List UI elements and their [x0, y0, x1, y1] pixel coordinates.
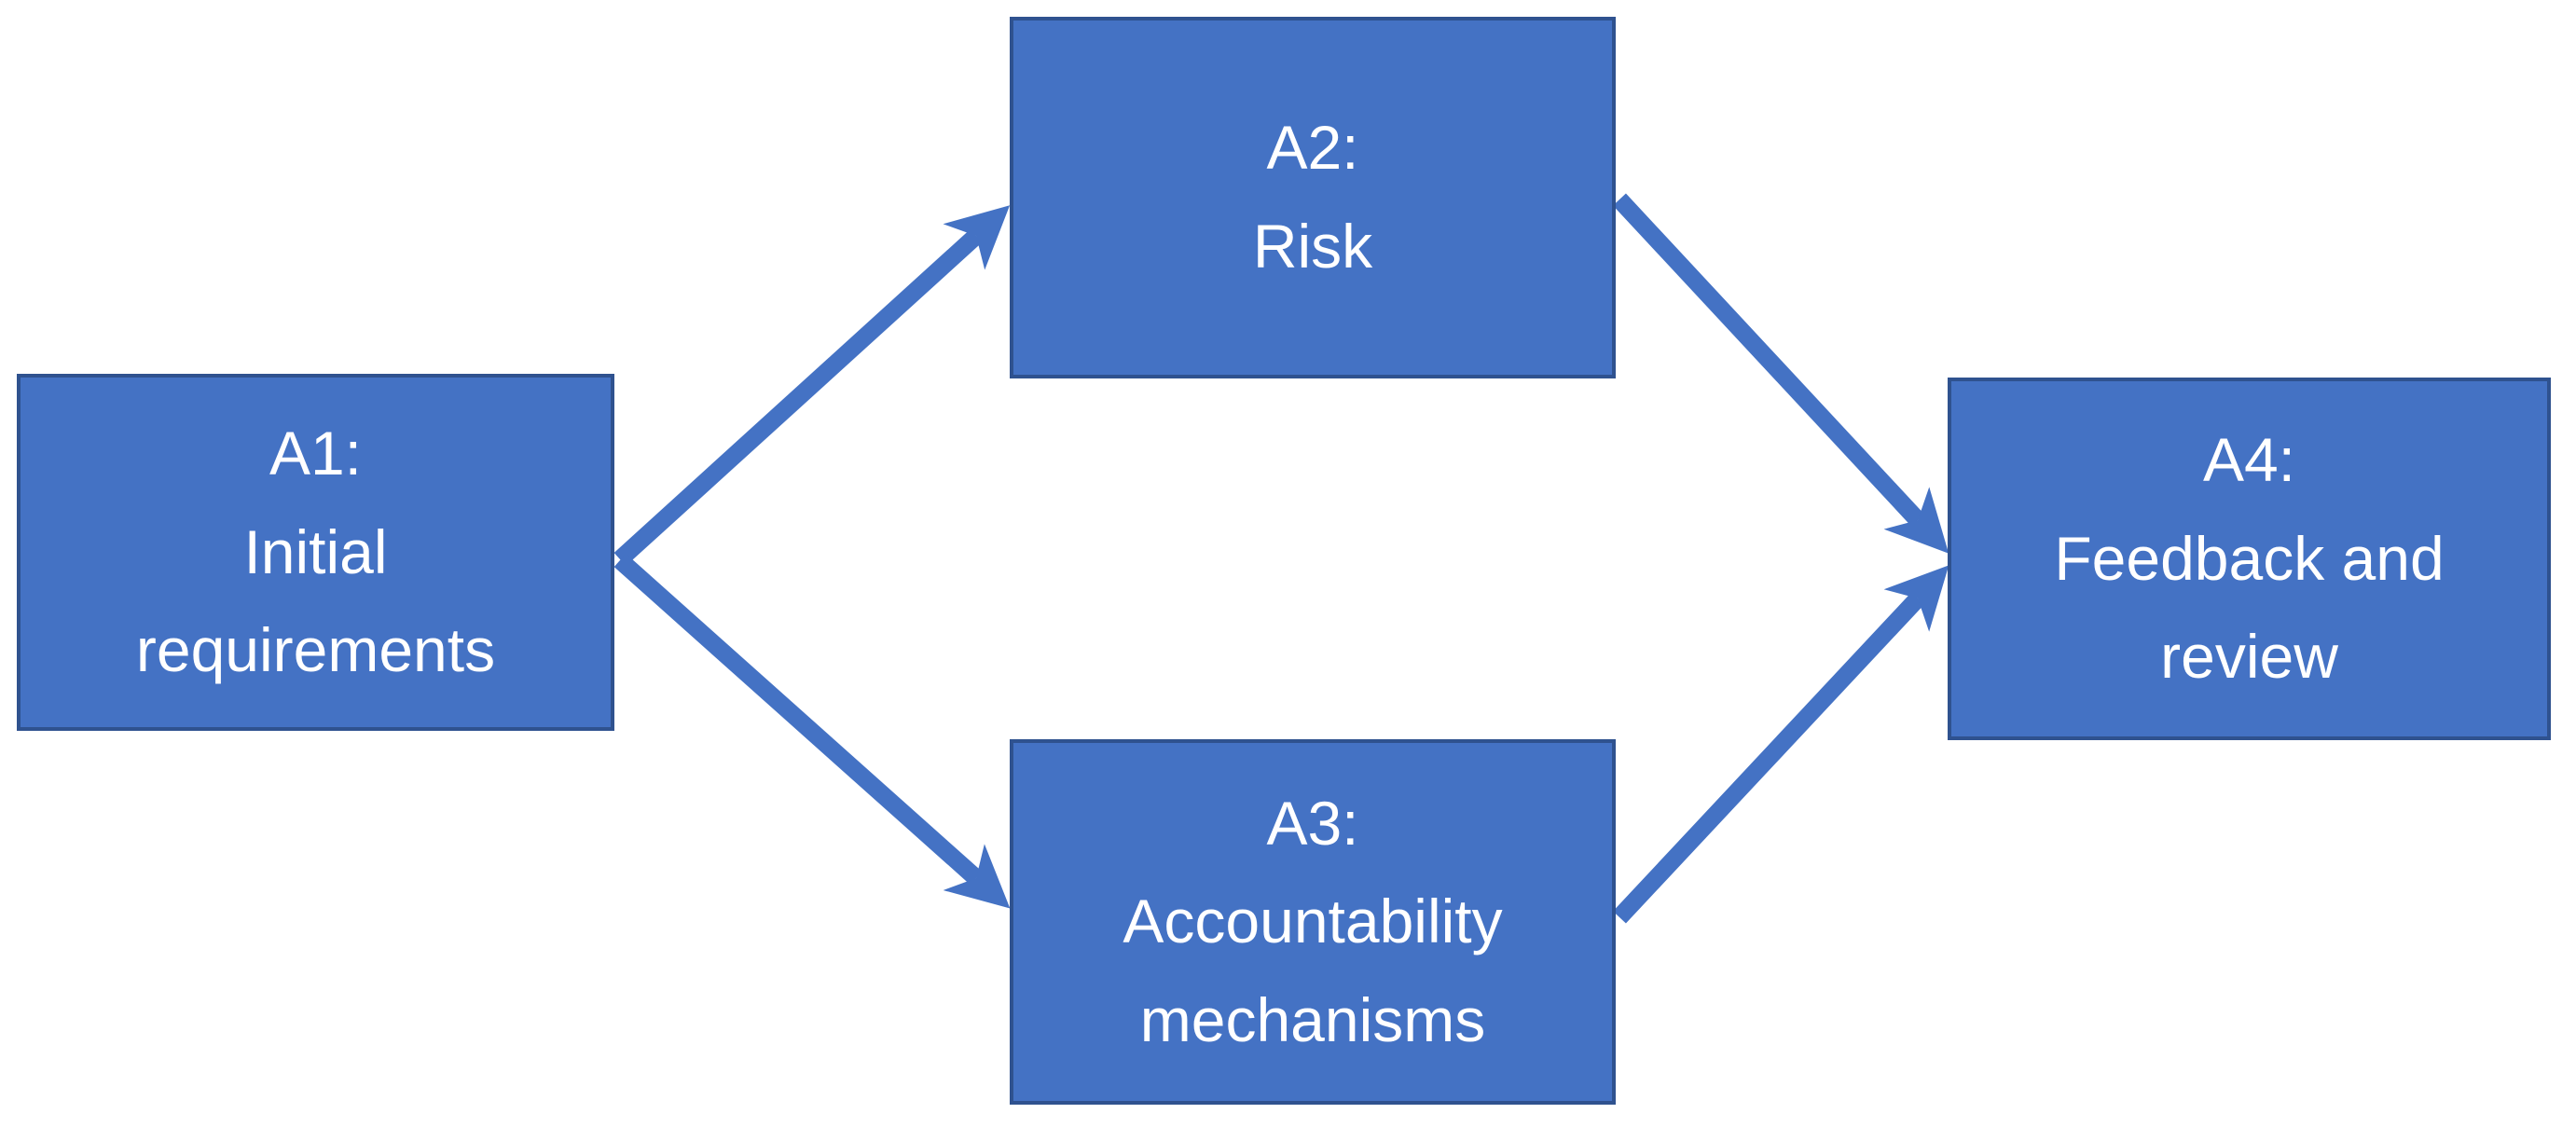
node-a2-risk: A2: Risk: [1010, 17, 1616, 378]
node-label-line: Risk: [1252, 212, 1373, 281]
node-label-line: mechanisms: [1139, 984, 1486, 1054]
node-label-line: A4:: [2202, 425, 2296, 495]
edge-a1-a3-arrow: [613, 553, 1011, 909]
node-label-line: Initial: [243, 516, 388, 586]
edge-a3-a4-arrow: [1613, 565, 1949, 924]
node-label-line: A1:: [269, 419, 363, 488]
node-a1-initial-requirements: A1: Initial requirements: [17, 374, 614, 731]
node-label-line: review: [2160, 622, 2338, 692]
edge-a2-a4-arrow: [1613, 193, 1949, 554]
node-label-line: Accountability: [1123, 887, 1503, 956]
node-a3-accountability-mechanisms: A3: Accountability mechanisms: [1010, 739, 1616, 1105]
node-label-line: A2:: [1266, 113, 1359, 183]
node-a4-feedback-and-review: A4: Feedback and review: [1948, 378, 2551, 740]
edge-a1-a2-arrow: [613, 205, 1011, 567]
node-label-line: A3:: [1266, 788, 1359, 858]
node-label-line: requirements: [135, 615, 496, 685]
node-label-line: Feedback and: [2054, 523, 2445, 593]
